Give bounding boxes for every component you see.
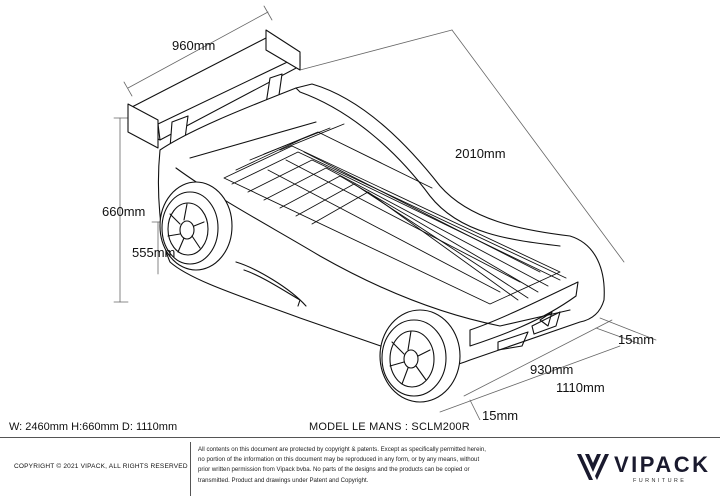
logo-wordmark: VIPACK <box>614 452 711 477</box>
legal-line: no portion of the information on this do… <box>198 456 480 464</box>
height-total-label: 660mm <box>102 204 146 219</box>
bottom-thickness-label: 15mm <box>482 408 519 423</box>
legal-line: prior written permission from Vipack bvb… <box>198 466 470 474</box>
front-thickness-label: 15mm <box>618 332 655 347</box>
vipack-logo: VIPACK FURNITURE <box>575 448 720 488</box>
legal-line: All contents on this document are protec… <box>198 446 486 453</box>
bed-technical-drawing <box>113 5 657 420</box>
logo-subtitle: FURNITURE <box>633 478 687 484</box>
length-label: 2010mm <box>455 146 506 161</box>
legal-line: transmitted. Product and drawings under … <box>198 476 369 484</box>
legal-notice: All contents on this document are protec… <box>198 445 528 486</box>
outer-width-label: 1110mm <box>556 380 605 395</box>
footer-vertical-divider <box>190 442 191 496</box>
front-wheel <box>379 309 461 403</box>
copyright-notice: COPYRIGHT © 2021 VIPACK, ALL RIGHTS RESE… <box>14 463 188 470</box>
overall-dimensions: W: 2460mm H:660mm D: 1110mm <box>9 421 178 433</box>
footer-divider <box>0 437 720 438</box>
vipack-v-logo-icon <box>577 454 609 480</box>
rear-wheel <box>159 181 233 271</box>
bed-slats <box>223 123 567 305</box>
height-side-label: 555mm <box>132 245 176 260</box>
dimension-lines <box>113 5 657 420</box>
inner-width-label: 930mm <box>530 362 574 377</box>
spoiler-width-label: 960mm <box>172 38 216 53</box>
model-name: MODEL LE MANS : SCLM200R <box>309 421 470 433</box>
